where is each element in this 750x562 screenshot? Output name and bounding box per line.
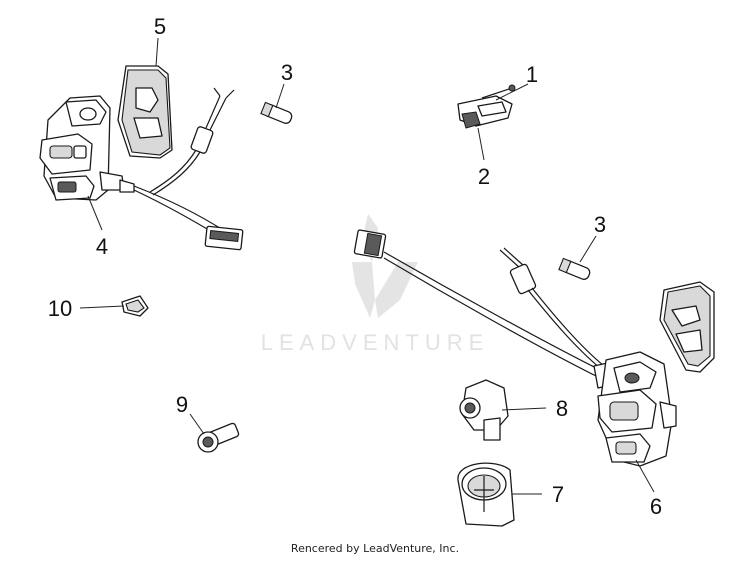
part-7-housing-cap	[457, 462, 515, 527]
part-3-bulb-lower	[558, 257, 591, 280]
part-3-bulb-upper	[260, 101, 293, 124]
callout-10: 10	[48, 296, 72, 321]
callout-6: 6	[650, 494, 662, 519]
part-5-switch-cover	[117, 65, 173, 159]
callout-3-upper: 3	[281, 60, 293, 85]
callout-5: 5	[154, 14, 166, 39]
part-2-bracket	[457, 95, 513, 129]
callout-8: 8	[556, 396, 568, 421]
part-9-small-switch	[197, 422, 240, 453]
part-6-cover	[659, 281, 715, 373]
callout-9: 9	[176, 392, 188, 417]
callout-3-lower: 3	[594, 212, 606, 237]
callout-1: 1	[526, 62, 538, 87]
part-6-wiring	[353, 229, 617, 389]
watermark-text: LEADVENTURE	[260, 330, 490, 355]
credit-line: Rencered by LeadVenture, Inc.	[290, 542, 460, 555]
part-8-rotary-switch	[459, 379, 509, 441]
callout-4: 4	[96, 234, 108, 259]
part-6-right-switch-housing	[597, 351, 677, 467]
callout-2: 2	[478, 164, 490, 189]
part-1-screw	[481, 84, 516, 99]
leader-lines	[79, 37, 655, 495]
part-4-left-switch-housing	[39, 95, 135, 201]
callout-7: 7	[552, 482, 564, 507]
part-10-clip	[121, 295, 149, 317]
part-4-wiring	[133, 87, 244, 251]
